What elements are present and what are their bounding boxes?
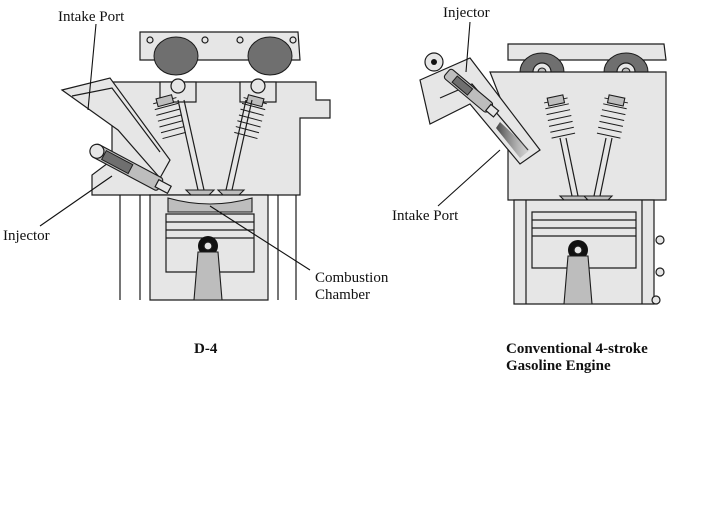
d4-engine-illustration — [60, 31, 331, 301]
caption-conventional-line2: Gasoline Engine — [506, 358, 611, 374]
caption-d4: D-4 — [194, 341, 218, 357]
label-injector-left: Injector — [3, 228, 50, 244]
label-combustion-line2: Chamber — [315, 287, 370, 303]
label-intake-port-right: Intake Port — [392, 208, 459, 224]
caption-conventional-line1: Conventional 4-stroke — [506, 341, 648, 357]
leader-injector-right — [465, 21, 471, 73]
leader-injector-left — [39, 175, 113, 227]
label-injector-right: Injector — [443, 5, 490, 21]
conventional-engine-illustration — [419, 43, 667, 305]
leader-combustion-chamber — [209, 205, 311, 271]
label-combustion-line1: Combustion — [315, 270, 389, 286]
leader-intake-port-left — [87, 23, 97, 111]
leader-intake-port-right — [437, 149, 501, 207]
label-intake-port-left: Intake Port — [58, 9, 125, 25]
